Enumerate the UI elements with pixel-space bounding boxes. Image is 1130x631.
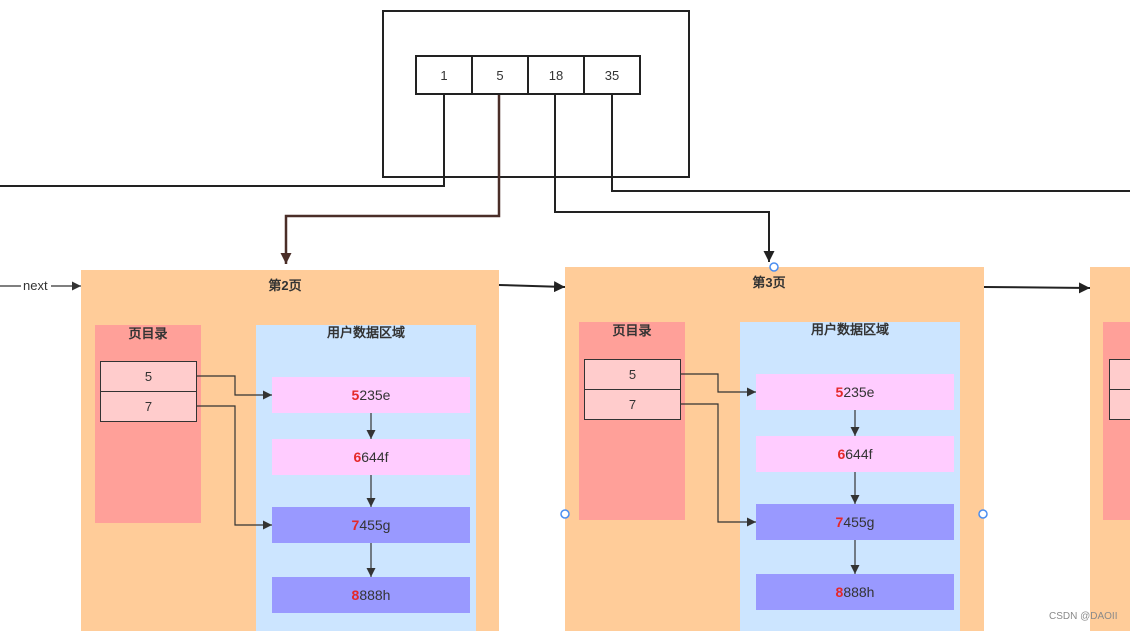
record-value: 644f — [361, 449, 389, 465]
page-directory-title: 页目录 — [128, 326, 168, 341]
record-key: 7 — [835, 514, 844, 530]
record-value: 455g — [843, 514, 875, 530]
directory-slot[interactable]: 7 — [100, 391, 197, 422]
watermark: CSDN @DAOII — [1049, 611, 1118, 622]
record-key: 5 — [351, 387, 360, 403]
root-key-35-pointer[interactable] — [611, 95, 1130, 192]
root-key-row[interactable]: 1 5 18 35 — [415, 55, 641, 95]
selection-handle-left[interactable] — [560, 509, 570, 519]
record-value: 888h — [843, 584, 875, 600]
page-directory-title: 页目录 — [612, 323, 652, 338]
root-key-cell[interactable]: 35 — [583, 57, 639, 93]
root-key-cell[interactable]: 1 — [440, 67, 448, 83]
page-title: 第3页 — [752, 275, 786, 290]
directory-slot-pointer[interactable] — [197, 375, 272, 400]
page2-to-page3-next-arrow[interactable] — [498, 281, 566, 293]
record-value: 235e — [359, 387, 391, 403]
record-key: 6 — [837, 446, 846, 462]
next-pointer-label: next — [23, 278, 48, 293]
record-key: 8 — [835, 584, 844, 600]
selection-handle-right[interactable] — [978, 509, 988, 519]
directory-slot[interactable] — [1109, 389, 1130, 420]
root-node[interactable] — [382, 10, 690, 178]
record-value: 644f — [845, 446, 873, 462]
page-directory[interactable]: 页目录 5 7 — [579, 322, 685, 520]
record-value: 455g — [359, 517, 391, 533]
record-key: 5 — [835, 384, 844, 400]
record-key: 7 — [351, 517, 360, 533]
directory-slot-pointer[interactable] — [197, 405, 272, 530]
record-key: 8 — [351, 587, 360, 603]
selection-handle-top[interactable] — [769, 262, 779, 272]
page-directory[interactable]: 页目录 5 7 — [95, 325, 201, 523]
directory-slot-pointer[interactable] — [681, 403, 756, 527]
page-title: 第2页 — [268, 278, 302, 293]
root-key-cell[interactable]: 18 — [527, 57, 583, 93]
directory-slot[interactable]: 5 — [100, 361, 197, 392]
record-value: 888h — [359, 587, 391, 603]
directory-slot[interactable]: 7 — [584, 389, 681, 420]
page3-to-page4-next-arrow[interactable] — [983, 282, 1091, 294]
user-data-area-title: 用户数据区域 — [810, 322, 889, 337]
root-key-1-pointer[interactable] — [0, 95, 445, 187]
root-key-cell[interactable]: 5 — [471, 57, 527, 93]
directory-slot-pointer[interactable] — [681, 373, 756, 397]
user-data-area-title: 用户数据区域 — [326, 325, 405, 340]
page-directory[interactable] — [1103, 322, 1130, 520]
root-key-18-pointer[interactable] — [554, 95, 775, 262]
root-key-5-pointer[interactable] — [280, 95, 501, 264]
record-key: 6 — [353, 449, 362, 465]
page-4-partial[interactable] — [1090, 267, 1130, 631]
record-value: 235e — [843, 384, 875, 400]
